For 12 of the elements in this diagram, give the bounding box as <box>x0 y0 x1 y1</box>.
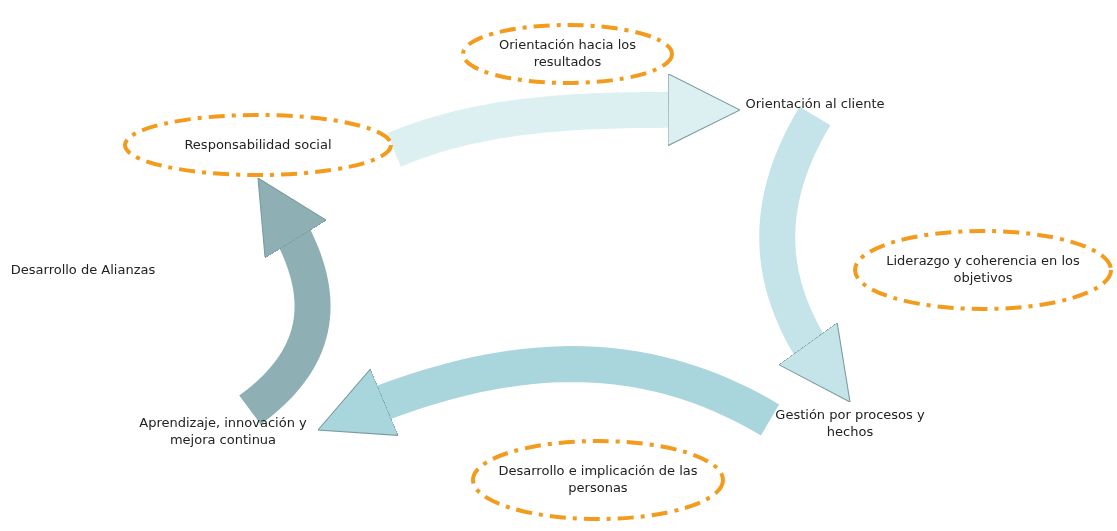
node-label: Orientación hacia los resultados <box>498 37 637 71</box>
dashed-ellipse <box>460 22 675 86</box>
node-label: Orientación al cliente <box>745 95 885 113</box>
dashed-ellipse <box>122 112 394 178</box>
node-label: Desarrollo e implicación de las personas <box>498 463 698 497</box>
node-label: Desarrollo de Alianzas <box>10 261 156 279</box>
dashed-ellipse <box>852 228 1114 312</box>
node-label: Gestión por procesos y hechos <box>774 407 926 441</box>
node-label: Aprendizaje, innovación y mejora continua <box>138 415 308 449</box>
node-label: Liderazgo y coherencia en los objetivos <box>885 253 1081 287</box>
dashed-ellipse <box>470 438 726 522</box>
node-label: Responsabilidad social <box>184 136 332 154</box>
